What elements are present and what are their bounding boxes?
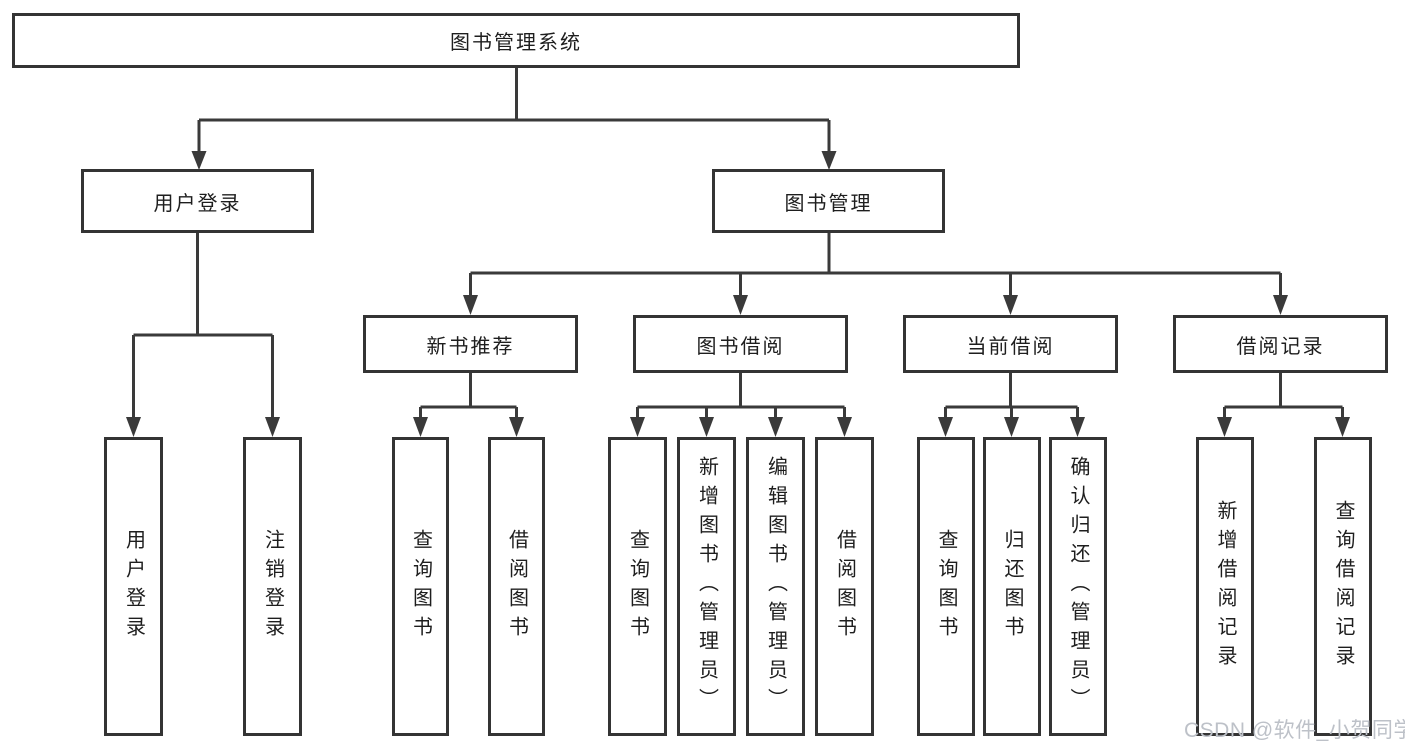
node-current-borrowing: 当前借阅	[903, 315, 1118, 373]
connector-book-management-to-level3	[463, 233, 1288, 315]
node-book-borrowing: 图书借阅	[633, 315, 848, 373]
leaf-borrow-books-borrowing: 借阅图书	[815, 437, 874, 736]
leaf-borrow-books-borrowing-label: 借阅图书	[833, 528, 856, 645]
connector-new-book-recommend-to-leaves	[413, 373, 524, 437]
leaf-query-books-current-label: 查询图书	[935, 528, 957, 645]
leaf-confirm-return-admin-label: 确认归还（管理员）	[1067, 456, 1089, 717]
leaf-edit-book-admin-label: 编辑图书（管理员）	[764, 456, 787, 717]
connector-borrow-records-to-leaves	[1217, 373, 1350, 437]
node-new-book-recommend: 新书推荐	[363, 315, 578, 373]
leaf-return-book-label: 归还图书	[1001, 528, 1023, 645]
leaf-query-books-recommend-label: 查询图书	[409, 528, 432, 645]
leaf-add-book-admin-label: 新增图书（管理员）	[695, 456, 718, 717]
leaf-borrow-books-recommend-label: 借阅图书	[505, 528, 528, 645]
leaf-query-borrow-record-label: 查询借阅记录	[1332, 499, 1354, 674]
leaf-add-book-admin: 新增图书（管理员）	[677, 437, 736, 736]
leaf-logout-label: 注销登录	[261, 528, 284, 645]
node-user-login: 用户登录	[81, 169, 314, 233]
watermark-text: CSDN @软件_小贺同学	[1184, 719, 1405, 742]
node-root-library-management-system: 图书管理系统	[12, 13, 1020, 68]
leaf-confirm-return-admin: 确认归还（管理员）	[1049, 437, 1107, 736]
leaf-edit-book-admin: 编辑图书（管理员）	[746, 437, 805, 736]
leaf-logout: 注销登录	[243, 437, 302, 736]
leaf-borrow-books-recommend: 借阅图书	[488, 437, 545, 736]
leaf-add-borrow-record: 新增借阅记录	[1196, 437, 1254, 736]
node-book-management: 图书管理	[712, 169, 945, 233]
node-borrow-records: 借阅记录	[1173, 315, 1388, 373]
leaf-add-borrow-record-label: 新增借阅记录	[1214, 499, 1236, 674]
leaf-query-borrow-record: 查询借阅记录	[1314, 437, 1372, 736]
leaf-user-login: 用户登录	[104, 437, 163, 736]
connector-root-to-level2	[191, 68, 837, 170]
connector-user-login-to-leaves	[126, 233, 280, 437]
leaf-query-books-recommend: 查询图书	[392, 437, 449, 736]
connector-current-borrowing-to-leaves	[938, 373, 1085, 437]
leaf-query-books-borrowing-label: 查询图书	[626, 528, 649, 645]
connector-book-borrowing-to-leaves	[630, 373, 852, 437]
leaf-user-login-label: 用户登录	[122, 528, 145, 645]
leaf-query-books-current: 查询图书	[917, 437, 975, 736]
leaf-query-books-borrowing: 查询图书	[608, 437, 667, 736]
leaf-return-book: 归还图书	[983, 437, 1041, 736]
